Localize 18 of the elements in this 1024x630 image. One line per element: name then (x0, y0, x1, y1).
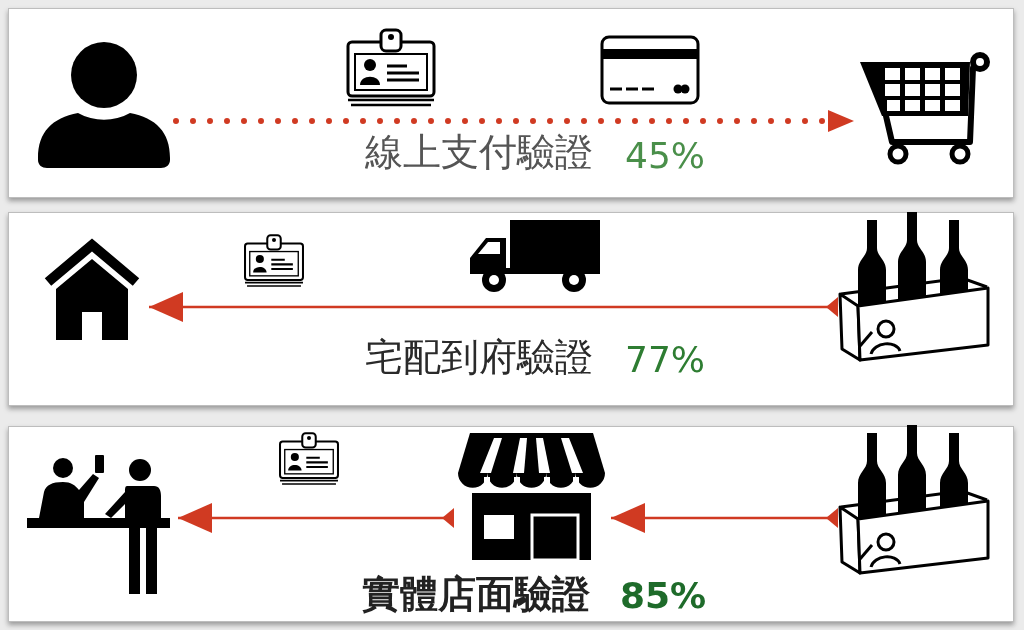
panel (8, 426, 1014, 622)
bottles-in-box-icon (838, 212, 990, 362)
person-icon (38, 42, 170, 168)
panel (8, 212, 1014, 406)
storefront-icon (458, 433, 605, 560)
arrow (149, 292, 838, 322)
percentage-text: 45% (625, 134, 705, 178)
bottles-in-box-icon (838, 425, 990, 575)
percentage-text: 85% (620, 574, 707, 618)
arrow (611, 503, 838, 533)
caption-text: 實體店面驗證 (362, 572, 590, 618)
percentage-text: 77% (625, 338, 705, 382)
caption-text: 宅配到府驗證 (365, 335, 593, 381)
shopping-cart-icon (858, 50, 990, 165)
arrow (178, 503, 454, 533)
panel (8, 8, 1014, 198)
caption-text: 線上支付驗證 (365, 130, 593, 176)
people-at-counter-icon (27, 452, 170, 594)
